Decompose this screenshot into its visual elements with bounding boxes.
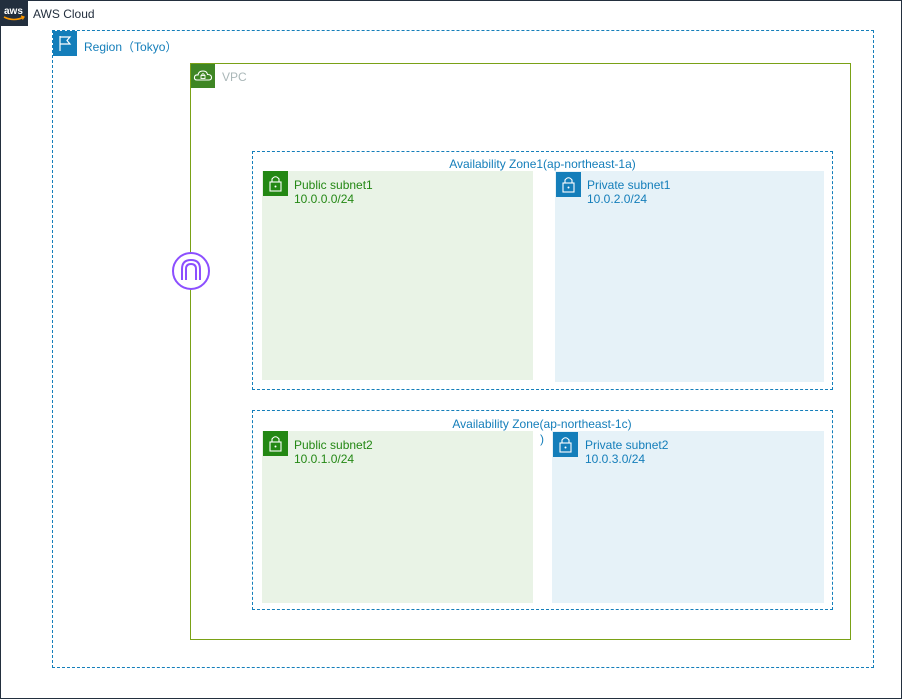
private-subnet-1-cidr: 10.0.2.0/24 bbox=[587, 192, 648, 206]
public-subnet-1-cidr: 10.0.0.0/24 bbox=[294, 192, 355, 206]
availability-zone-1-title: Availability Zone1(ap-northeast-1a) bbox=[449, 157, 636, 171]
private-subnet-1-lock-icon bbox=[556, 172, 581, 197]
public-subnet-2 bbox=[262, 431, 533, 603]
region-title: Region（Tokyo） bbox=[84, 40, 178, 54]
vpc-title: VPC bbox=[222, 70, 247, 84]
aws-logo-icon: aws bbox=[0, 0, 28, 26]
private-subnet-1-label: Private subnet1 10.0.2.0/24 bbox=[587, 178, 670, 206]
public-subnet-2-lock-icon bbox=[263, 431, 288, 456]
private-subnet-2-name: Private subnet2 bbox=[585, 438, 669, 452]
internet-gateway-icon bbox=[171, 251, 211, 291]
availability-zone-1 bbox=[252, 151, 833, 390]
vpc-group bbox=[190, 63, 851, 640]
private-subnet-2-cidr: 10.0.3.0/24 bbox=[585, 452, 646, 466]
aws-logo-text: aws bbox=[4, 6, 23, 17]
public-subnet-2-name: Public subnet2 bbox=[294, 438, 373, 452]
region-flag-icon bbox=[53, 31, 77, 56]
public-subnet-1-label: Public subnet1 10.0.0.0/24 bbox=[294, 178, 373, 206]
availability-zone-2 bbox=[252, 410, 833, 610]
availability-zone-2-title-tail: ) bbox=[540, 432, 544, 446]
public-subnet-2-label: Public subnet2 10.0.1.0/24 bbox=[294, 438, 373, 466]
private-subnet-2-lock-icon bbox=[553, 432, 578, 457]
aws-cloud-title: AWS Cloud bbox=[33, 7, 95, 21]
public-subnet-1-name: Public subnet1 bbox=[294, 178, 373, 192]
vpc-cloud-lock-icon bbox=[191, 64, 215, 88]
availability-zone-2-title: Availability Zone(ap-northeast-1c) bbox=[452, 417, 632, 431]
private-subnet-1-name: Private subnet1 bbox=[587, 178, 671, 192]
public-subnet-2-cidr: 10.0.1.0/24 bbox=[294, 452, 355, 466]
public-subnet-1-lock-icon bbox=[263, 171, 288, 196]
private-subnet-1 bbox=[555, 171, 824, 382]
public-subnet-1 bbox=[262, 171, 533, 380]
private-subnet-2 bbox=[552, 431, 824, 603]
region-group bbox=[52, 30, 874, 668]
private-subnet-2-label: Private subnet2 10.0.3.0/24 bbox=[585, 438, 668, 466]
